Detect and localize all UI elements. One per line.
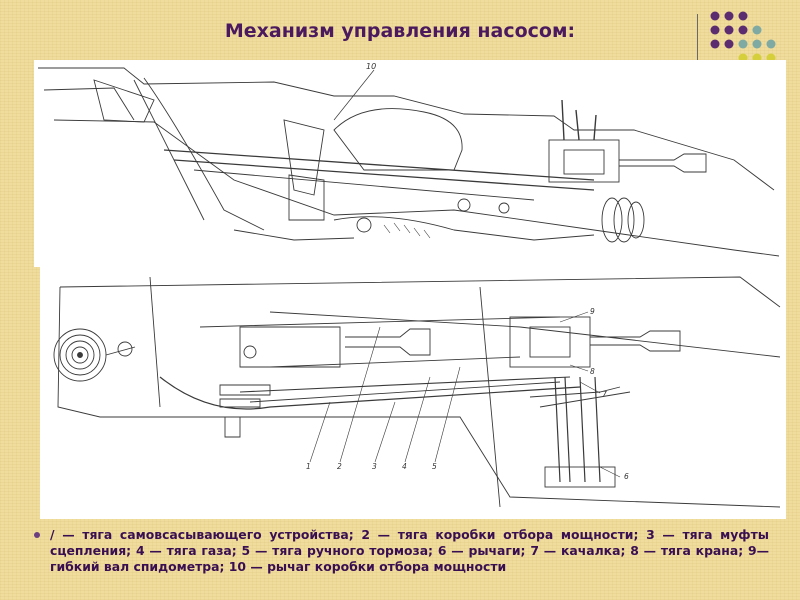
dot-purple (724, 11, 734, 21)
callout-label: 2 (337, 462, 342, 471)
dot-purple (724, 39, 734, 49)
dot-teal (738, 39, 748, 49)
dot-purple (710, 39, 720, 49)
callout-label: 6 (624, 472, 629, 481)
callout-label: 1 (306, 462, 311, 471)
dot-teal (752, 25, 762, 35)
callout-label: 4 (402, 462, 407, 471)
slide-title: Механизм управления насосом: (224, 20, 576, 42)
dot-teal (752, 39, 762, 49)
callout-label: 3 (372, 462, 377, 471)
caption-text: / — тяга самовсасывающего устройства; 2 … (50, 527, 769, 574)
diagram-side-view: 10 (34, 60, 786, 267)
dot-teal (766, 39, 776, 49)
dot-purple (710, 25, 720, 35)
dot-purple (724, 25, 734, 35)
bullet-icon (34, 532, 40, 538)
dot-purple (738, 25, 748, 35)
diagram-plan-view: 1 2 3 4 5 6 7 8 9 (40, 267, 786, 519)
callout-label: 10 (366, 62, 376, 71)
callout-label: 9 (590, 307, 595, 316)
callout-label: 8 (590, 367, 595, 376)
caption-list-item: / — тяга самовсасывающего устройства; 2 … (34, 527, 769, 575)
dot-purple (738, 11, 748, 21)
callout-label: 7 (602, 390, 607, 399)
dot-purple (710, 11, 720, 21)
callout-label: 5 (432, 462, 437, 471)
